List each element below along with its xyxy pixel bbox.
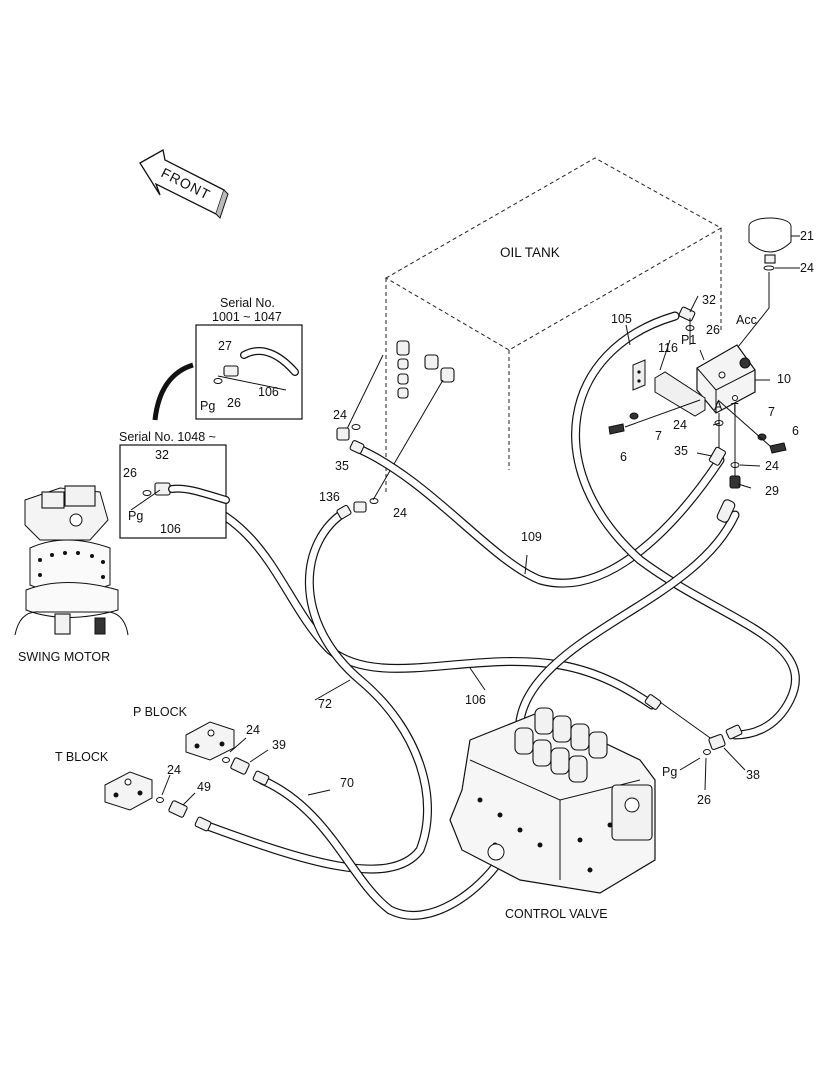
part-136: 136 — [319, 490, 340, 504]
port-pg-a: Pg — [200, 399, 215, 413]
valve-block — [608, 306, 787, 489]
part-6-right: 6 — [792, 424, 799, 438]
part-106-boxa: 106 — [258, 385, 279, 399]
oil-tank: OIL TANK — [344, 157, 723, 501]
part-24-acc: 24 — [800, 261, 814, 275]
part-7-left: 7 — [655, 429, 662, 443]
part-24-mid: 24 — [673, 418, 687, 432]
part-6-left: 6 — [620, 450, 627, 464]
p-block-label: P BLOCK — [133, 705, 188, 719]
part-21: 21 — [800, 229, 814, 243]
part-39: 39 — [272, 738, 286, 752]
port-p1: P1 — [681, 333, 696, 347]
serial-box-a — [152, 324, 303, 421]
part-26-cv: 26 — [697, 793, 711, 807]
part-24-p: 24 — [246, 723, 260, 737]
t-block-label: T BLOCK — [55, 750, 109, 764]
part-72: 72 — [318, 697, 332, 711]
part-10: 10 — [777, 372, 791, 386]
part-27: 27 — [218, 339, 232, 353]
part-35-left: 35 — [335, 459, 349, 473]
part-7-right: 7 — [768, 405, 775, 419]
part-38: 38 — [746, 768, 760, 782]
leader-lines — [161, 295, 761, 806]
accumulator — [733, 217, 800, 353]
t-block: T BLOCK — [55, 750, 188, 818]
swing-motor-label: SWING MOTOR — [18, 650, 110, 664]
front-arrow: FRONT — [139, 148, 229, 219]
part-70: 70 — [340, 776, 354, 790]
port-pg-cv: Pg — [662, 765, 677, 779]
part-32-top: 32 — [702, 293, 716, 307]
part-35-right: 35 — [674, 444, 688, 458]
part-29: 29 — [765, 484, 779, 498]
part-32-boxb: 32 — [155, 448, 169, 462]
port-acc: Acc — [736, 313, 757, 327]
part-24-right: 24 — [765, 459, 779, 473]
part-109: 109 — [521, 530, 542, 544]
serial-b-title: Serial No. 1048 ~ — [119, 430, 216, 444]
part-116: 116 — [658, 341, 678, 355]
part-26-boxa: 26 — [227, 396, 241, 410]
part-24-tank: 24 — [333, 408, 347, 422]
p-block: P BLOCK — [133, 705, 250, 775]
control-valve: CONTROL VALVE — [449, 701, 726, 921]
swing-motor: SWING MOTOR — [14, 485, 129, 664]
hoses — [175, 311, 800, 920]
part-24-t: 24 — [167, 763, 181, 777]
port-a: A — [714, 399, 723, 413]
part-24-136: 24 — [393, 506, 407, 520]
part-49: 49 — [197, 780, 211, 794]
labels: Serial No. 1001 ~ 1047 Serial No. 1048 ~… — [119, 229, 814, 807]
control-valve-label: CONTROL VALVE — [505, 907, 608, 921]
port-t: T — [731, 401, 739, 415]
serial-a-line2: 1001 ~ 1047 — [212, 310, 282, 324]
tank-fittings — [336, 424, 379, 513]
serial-a-line1: Serial No. — [220, 296, 275, 310]
part-105: 105 — [611, 312, 632, 326]
serial-box-b — [119, 444, 230, 539]
part-26-boxb: 26 — [123, 466, 137, 480]
port-pg-b: Pg — [128, 509, 143, 523]
part-106-main: 106 — [465, 693, 486, 707]
part-26-top: 26 — [706, 323, 720, 337]
part-106-boxb: 106 — [160, 522, 181, 536]
oil-tank-label: OIL TANK — [500, 245, 560, 260]
